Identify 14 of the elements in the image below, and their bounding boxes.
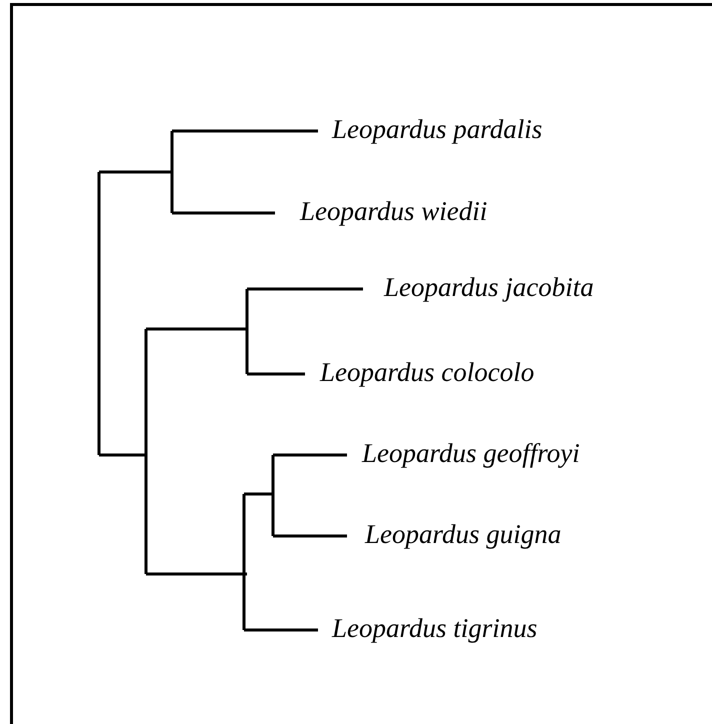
species-label: Leopardus pardalis	[332, 113, 542, 145]
species-label: Leopardus tigrinus	[332, 612, 538, 644]
species-label: Leopardus guigna	[365, 518, 562, 550]
branch-line	[172, 212, 275, 214]
species-label: Leopardus colocolo	[320, 356, 534, 388]
branch-line	[244, 628, 318, 632]
species-label: Leopardus geoffroyi	[362, 437, 580, 469]
species-label: Leopardus jacobita	[384, 271, 594, 303]
species-label: Leopardus wiedii	[300, 195, 488, 227]
branch-line	[247, 372, 305, 376]
branch-line	[273, 534, 347, 538]
branch-line	[247, 288, 363, 290]
branch-line	[172, 130, 318, 132]
branch-line	[273, 454, 347, 456]
